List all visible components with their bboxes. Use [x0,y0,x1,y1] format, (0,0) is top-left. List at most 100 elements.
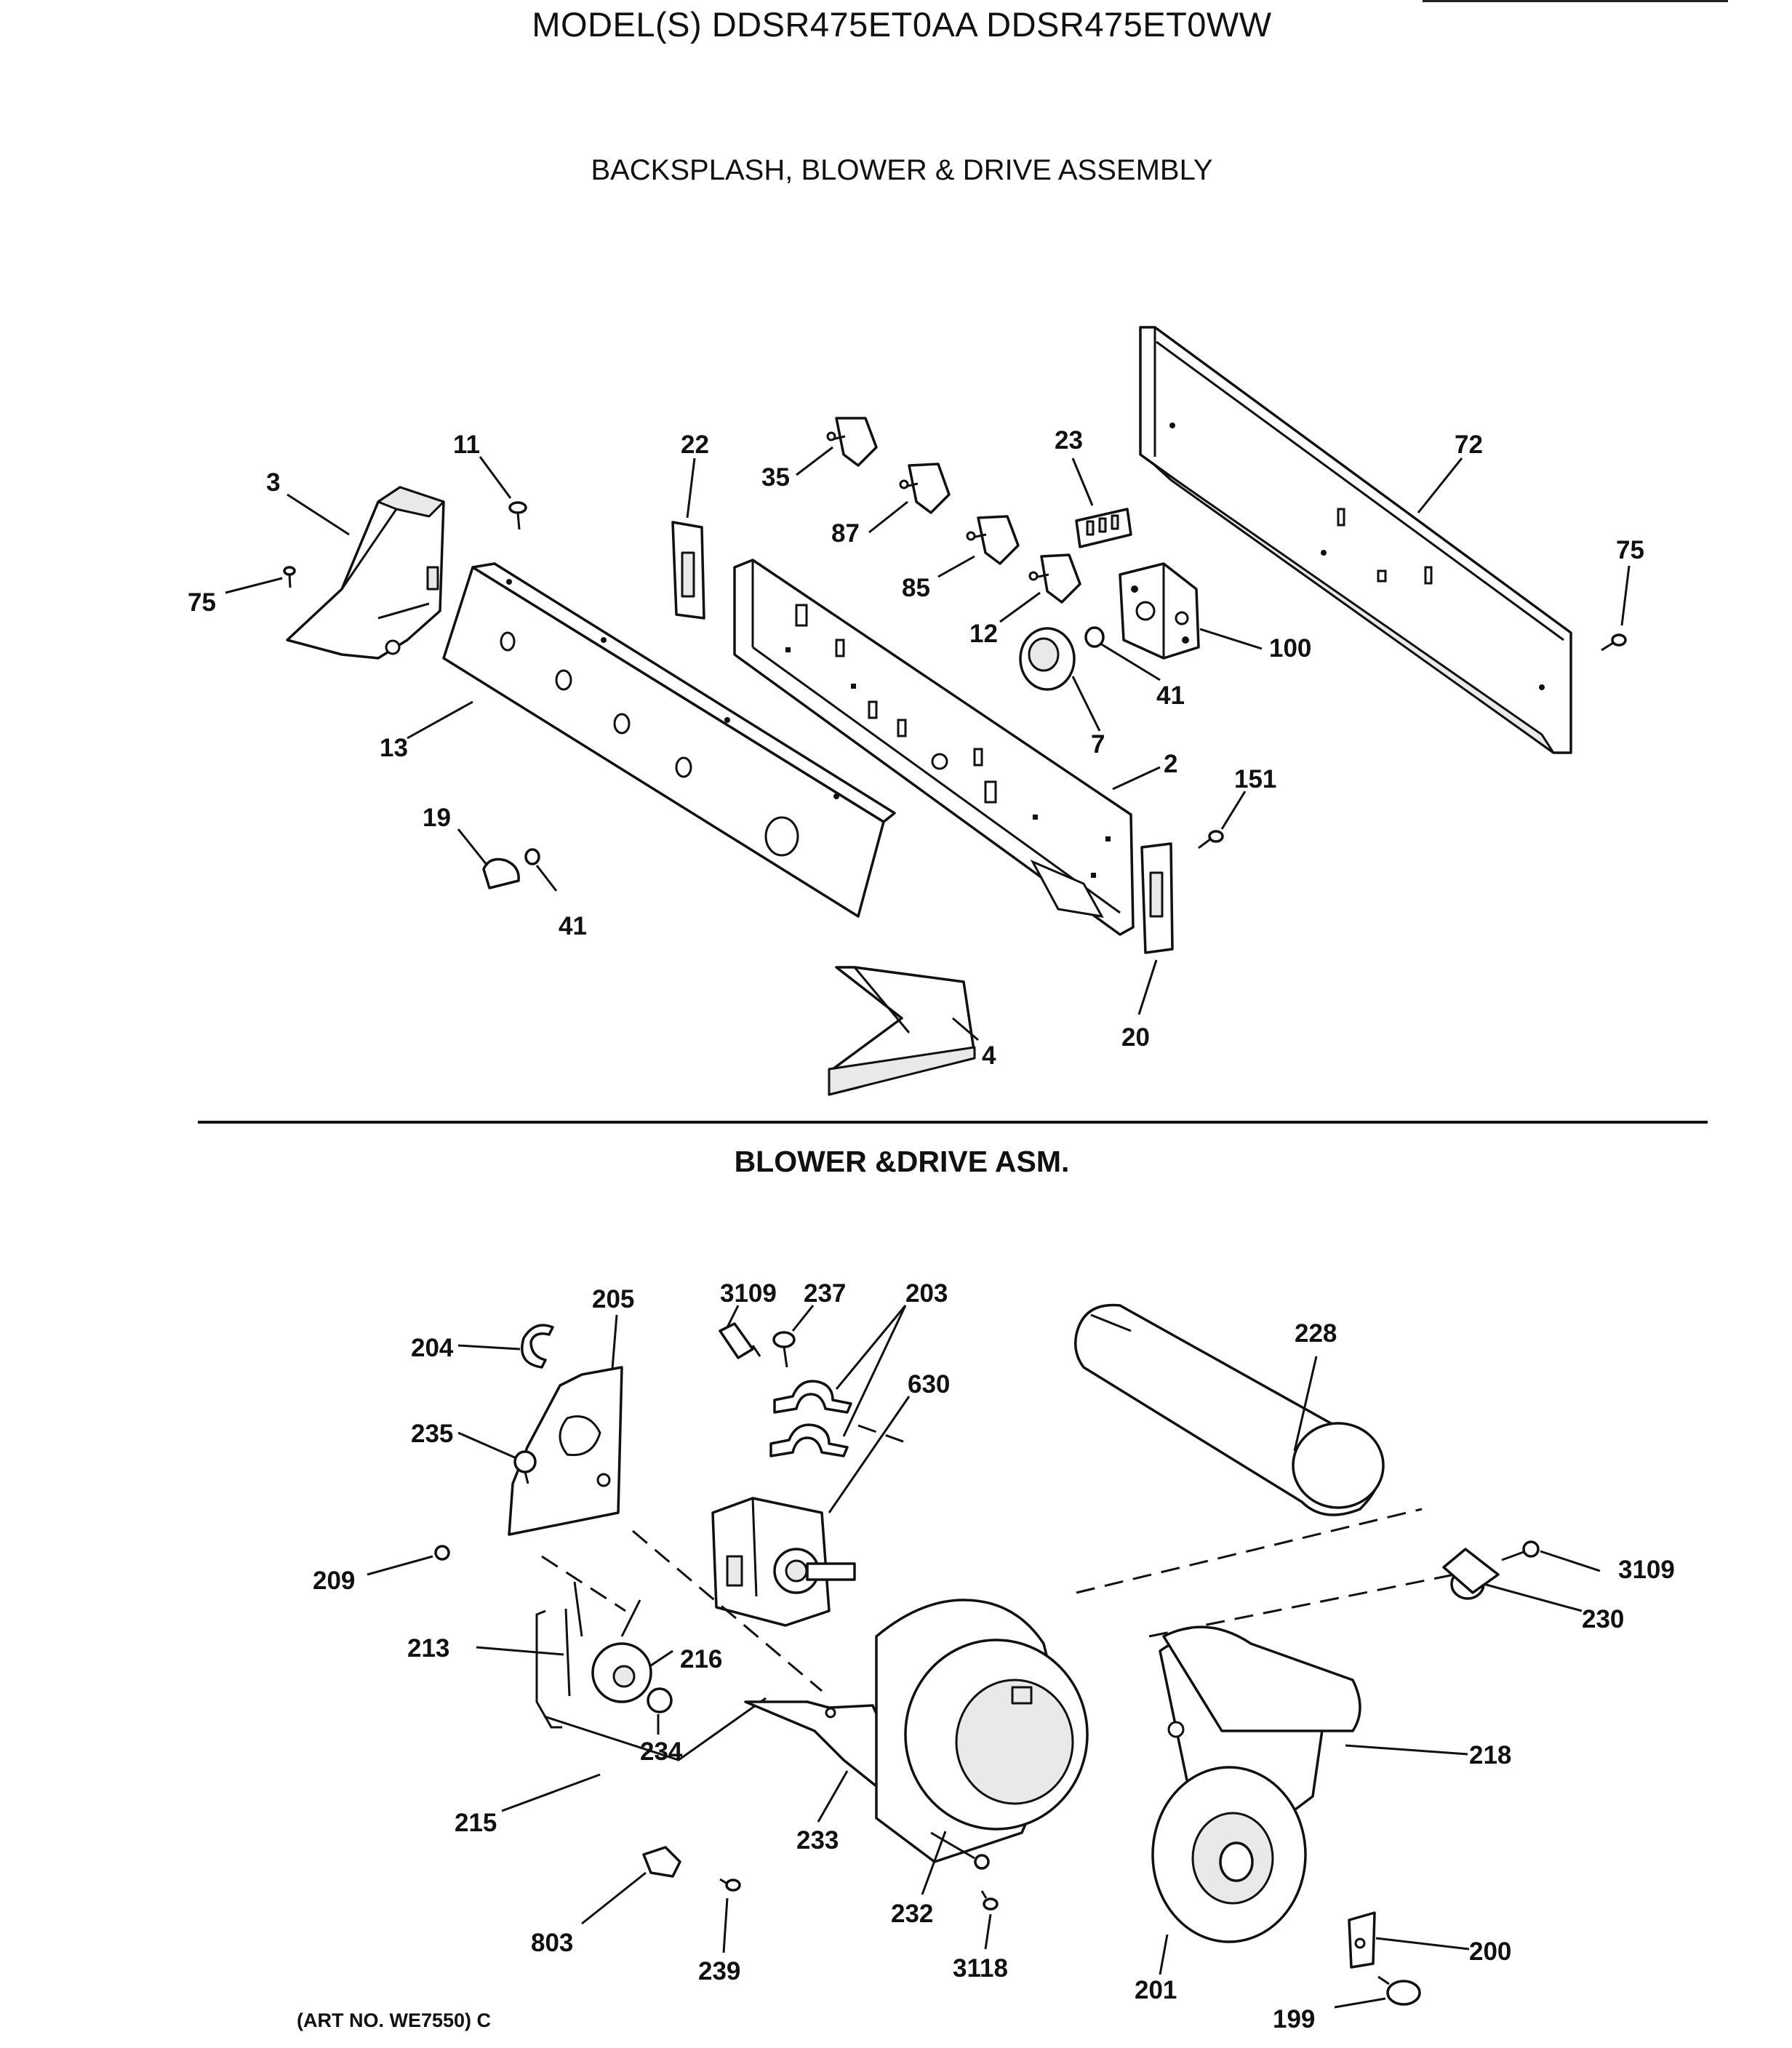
callout-85: 85 [902,574,930,602]
part-630-motor [711,1497,856,1627]
part-85-switch [966,515,1020,565]
part-12-switch [1028,553,1081,604]
part-209-nut [434,1545,450,1561]
part-203-motor-clamp-lower [769,1423,849,1457]
callouts-backsplash: 11 22 35 87 85 12 23 72 75 3 75 100 41 7… [188,426,1644,1070]
section-title-backsplash: BACKSPLASH, BLOWER & DRIVE ASSEMBLY [591,154,1213,186]
part-237-screw [772,1331,796,1368]
callout-233: 233 [796,1826,839,1855]
part-232-screw [930,1831,990,1870]
callout-239: 239 [698,1957,740,1985]
callout-11: 11 [453,431,480,459]
callout-3109-right: 3109 [1618,1556,1675,1584]
part-41-spacer-upper [1084,626,1105,648]
part-215-idler-arm [535,1608,767,1761]
callout-201: 201 [1135,1976,1177,2004]
part-203-motor-clamp-upper [773,1380,852,1414]
callout-151: 151 [1234,765,1276,793]
part-204-clip [521,1324,554,1369]
callout-41-upper: 41 [1156,681,1185,710]
callouts-blower: 205 204 235 209 3109 237 203 630 228 310… [313,1279,1675,2033]
callout-213: 213 [407,1634,449,1663]
part-19-knob-small [482,857,520,889]
section-title-blower-drive: BLOWER &DRIVE ASM. [734,1145,1070,1178]
part-72-rear-panel [1139,326,1572,754]
callout-7: 7 [1091,730,1105,759]
callout-205: 205 [592,1285,634,1313]
callout-41-lower: 41 [559,912,587,940]
part-75-screw-left [283,566,296,588]
part-23-indicator [1075,508,1132,548]
part-100-timer [1119,562,1200,660]
callout-12: 12 [969,620,998,648]
leader-lines-backsplash [225,446,1631,1041]
part-11-screw [508,501,527,530]
callout-23: 23 [1055,426,1083,455]
callout-2: 2 [1164,750,1177,778]
callout-13: 13 [380,734,408,762]
part-234-pulley-washer [647,1687,673,1713]
top-rule [1423,0,1728,2]
part-200-bracket [1348,1911,1376,1969]
part-20-bracket [1140,842,1174,954]
part-213-idler-bracket [573,1581,641,1637]
callout-87: 87 [831,519,860,548]
callout-19: 19 [423,804,451,832]
callout-204: 204 [411,1334,454,1362]
model-title: MODEL(S) DDSR475ET0AA DDSR475ET0WW [532,5,1272,44]
callout-72: 72 [1455,431,1483,459]
callout-20: 20 [1121,1023,1150,1052]
part-199-screw [1377,1975,1421,2006]
callout-75-left: 75 [188,588,216,617]
part-228-exhaust-duct [1074,1303,1385,1516]
callout-209: 209 [313,1567,355,1595]
part-2-control-panel [733,559,1135,936]
callout-3109-left: 3109 [720,1279,777,1308]
part-803-connector [642,1846,681,1878]
callout-215: 215 [455,1809,497,1837]
part-75-screw-right [1601,633,1627,652]
part-235-bolt [513,1450,537,1484]
callout-22: 22 [681,431,709,459]
callout-199: 199 [1273,2005,1315,2033]
part-13-front-panel [442,562,896,918]
part-7-knob [1019,627,1076,691]
callout-203: 203 [905,1279,948,1308]
part-3118-screw [980,1890,999,1911]
callout-234: 234 [640,1737,683,1766]
leader-lines-blower [367,1305,1601,2009]
callout-200: 200 [1469,1937,1511,1966]
callout-803: 803 [531,1929,573,1957]
callout-35: 35 [761,463,790,492]
callout-237: 237 [804,1279,846,1308]
part-87-switch [899,463,951,514]
part-151-screw [1198,830,1224,849]
callout-3: 3 [266,468,280,497]
callout-218: 218 [1469,1741,1511,1769]
part-35-switch [826,417,878,467]
callout-235: 235 [411,1420,453,1448]
part-22-bracket [671,521,705,620]
part-216-idler-pulley [591,1642,652,1703]
part-3109-switch-right [1501,1540,1540,1561]
callout-230: 230 [1582,1605,1624,1633]
part-239-screw [719,1878,741,1892]
callout-228: 228 [1295,1319,1337,1348]
part-3-left-endcap [286,486,445,660]
part-4-right-endcap [828,966,976,1096]
callout-100: 100 [1269,634,1311,663]
part-205-motor-mount [508,1366,623,1536]
callout-630: 630 [908,1370,950,1399]
callout-4: 4 [982,1041,996,1070]
callout-3118: 3118 [953,1954,1008,1983]
alignment-lines [541,1424,1455,1692]
callout-232: 232 [891,1900,933,1928]
part-201-blower-wheel [1151,1766,1307,1943]
callout-75-right: 75 [1616,536,1644,564]
part-41-spacer-lower [524,848,540,865]
section-divider [198,1121,1708,1124]
callout-216: 216 [680,1645,722,1673]
art-number: (ART NO. WE7550) C [297,2009,492,2031]
part-3109-switch-left [719,1322,761,1359]
